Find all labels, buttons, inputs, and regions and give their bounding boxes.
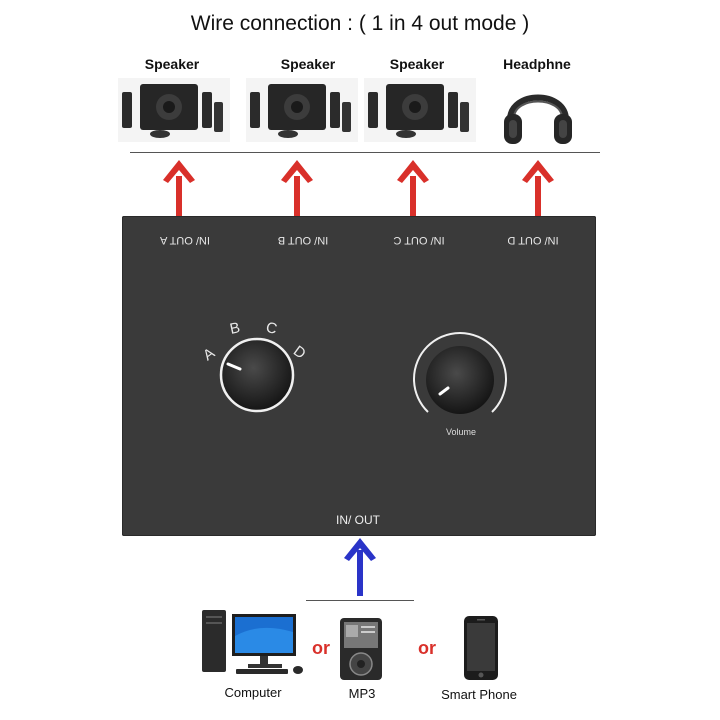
- output-arrow-icon: [163, 160, 554, 216]
- mp3-player-icon: [340, 618, 382, 680]
- output-label-2: Speaker: [280, 56, 336, 72]
- port-label-c: IN/ OUT C: [393, 234, 445, 246]
- source-label-mp3: MP3: [348, 686, 376, 701]
- volume-label: Volume: [446, 427, 477, 437]
- volume-knob[interactable]: [406, 328, 514, 424]
- output-label-1: Speaker: [144, 56, 200, 72]
- switch-box: [122, 216, 596, 536]
- or-text-1: or: [312, 638, 330, 658]
- main-port-label: IN/ OUT: [336, 513, 380, 527]
- speaker-set-icon: [118, 78, 230, 142]
- output-bus-line: [130, 152, 600, 153]
- or-text-2: or: [418, 638, 436, 658]
- output-label-3: Speaker: [389, 56, 445, 72]
- port-label-a: IN/ OUT A: [160, 234, 210, 246]
- input-arrow-icon: [344, 538, 376, 596]
- speaker-set-icon: [364, 78, 476, 142]
- computer-icon: [202, 610, 303, 674]
- smartphone-icon: [464, 616, 498, 680]
- port-label-d: IN/ OUT D: [507, 234, 559, 246]
- output-label-4: Headphne: [503, 56, 571, 72]
- input-bus-line: [306, 600, 414, 601]
- source-label-smartphone: Smart Phone: [441, 687, 517, 702]
- source-label-computer: Computer: [224, 685, 282, 700]
- diagram-title: Wire connection : ( 1 in 4 out mode ): [190, 12, 530, 35]
- selector-knob[interactable]: [218, 336, 296, 414]
- headphone-icon: [504, 94, 572, 144]
- speaker-set-icon: [246, 78, 358, 142]
- port-label-b: IN/ OUT B: [277, 234, 329, 246]
